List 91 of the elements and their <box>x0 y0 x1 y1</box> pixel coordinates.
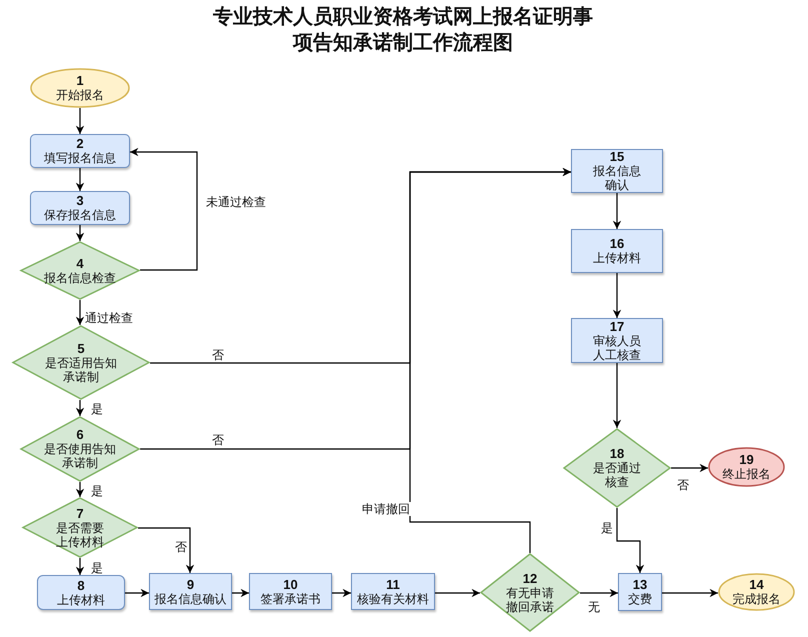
process-box <box>571 318 663 363</box>
arrow <box>580 588 618 598</box>
arrow <box>435 588 480 598</box>
edge-label: 是 <box>90 402 104 416</box>
step-label: 有无申请撤回承诺 <box>505 586 555 614</box>
step-label: 是否通过核查 <box>592 461 642 489</box>
process-box <box>249 573 332 610</box>
arrow <box>612 193 622 229</box>
arrow <box>76 400 84 416</box>
decision-diamond <box>20 241 140 300</box>
decision-diamond <box>20 416 140 482</box>
terminal-ellipse <box>30 68 130 108</box>
step-number: 11 <box>386 578 400 592</box>
decision-diamond <box>480 553 580 632</box>
step-number: 8 <box>77 578 85 592</box>
step-number: 17 <box>610 320 624 334</box>
arrow <box>138 527 194 573</box>
step-number: 19 <box>739 453 754 467</box>
step-number: 10 <box>283 578 298 592</box>
process-box <box>37 575 125 610</box>
step-number: 16 <box>610 237 624 251</box>
step-number: 14 <box>749 578 764 592</box>
step-label: 审核人员人工核查 <box>592 334 642 362</box>
arrow <box>130 148 198 271</box>
arrow <box>409 168 571 553</box>
edge-label: 未通过检查 <box>205 195 267 209</box>
step-number: 5 <box>77 342 85 356</box>
step-number: 15 <box>610 150 624 164</box>
step-label: 是否使用告知承诺制 <box>43 442 117 470</box>
step-label: 报名信息确认 <box>592 164 642 192</box>
step-label: 终止报名 <box>722 467 772 481</box>
step-number: 9 <box>186 578 194 592</box>
step-number: 18 <box>610 447 624 461</box>
step-label: 核验有关材料 <box>356 592 430 606</box>
step-label: 保存报名信息 <box>43 208 117 222</box>
process-box <box>30 134 130 168</box>
step-label: 上传材料 <box>56 592 106 606</box>
edge-label: 是 <box>600 521 614 535</box>
step-number: 13 <box>632 578 648 592</box>
arrow <box>76 482 84 497</box>
edge-label: 否 <box>174 540 188 554</box>
arrow <box>332 588 351 598</box>
arrow <box>232 588 249 598</box>
step-number: 6 <box>76 428 84 442</box>
decision-diamond <box>563 428 671 508</box>
step-label: 完成报名 <box>732 592 782 606</box>
arrow <box>76 225 84 241</box>
edge-label: 通过检查 <box>84 311 134 325</box>
step-label: 是否适用告知承诺制 <box>44 356 118 384</box>
process-box <box>618 573 662 611</box>
arrow <box>612 273 622 318</box>
step-number: 4 <box>76 256 84 270</box>
step-label: 上传材料 <box>592 251 642 265</box>
edge-label: 否 <box>211 433 225 447</box>
process-box <box>149 573 232 610</box>
diagram-title: 专业技术人员职业资格考试网上报名证明事项告知承诺制工作流程图 <box>212 5 594 56</box>
arrow <box>125 588 149 598</box>
process-box <box>351 573 435 610</box>
process-box <box>571 229 663 273</box>
arrow <box>76 108 84 134</box>
step-label: 交费 <box>627 592 653 606</box>
step-number: 3 <box>76 194 84 208</box>
edge-label: 否 <box>676 478 690 492</box>
arrow <box>616 508 644 573</box>
arrow <box>671 464 708 472</box>
process-box <box>30 191 130 225</box>
step-label: 签署承诺书 <box>260 592 322 606</box>
step-label: 填写报名信息 <box>43 151 117 165</box>
step-label: 报名信息确认 <box>154 592 228 606</box>
arrow <box>76 558 84 575</box>
step-number: 7 <box>76 506 84 520</box>
edge-label: 无 <box>587 600 601 614</box>
edge-label: 是 <box>90 561 104 575</box>
process-box <box>571 149 663 193</box>
terminal-ellipse <box>718 573 795 611</box>
arrow <box>76 300 84 325</box>
edge-label: 否 <box>211 348 225 362</box>
edge-label: 是 <box>90 484 104 498</box>
decision-diamond <box>12 325 150 400</box>
arrow <box>662 588 718 598</box>
arrow <box>612 363 622 428</box>
step-number: 12 <box>522 572 538 586</box>
step-label: 是否需要上传材料 <box>55 520 105 548</box>
terminal-ellipse <box>708 447 785 487</box>
step-number: 1 <box>76 74 84 88</box>
arrow <box>76 168 84 191</box>
step-number: 2 <box>76 137 84 151</box>
step-label: 开始报名 <box>55 88 105 102</box>
step-label: 报名信息检查 <box>43 270 117 284</box>
edge-label: 申请撤回 <box>361 502 411 516</box>
decision-diamond <box>22 497 138 558</box>
